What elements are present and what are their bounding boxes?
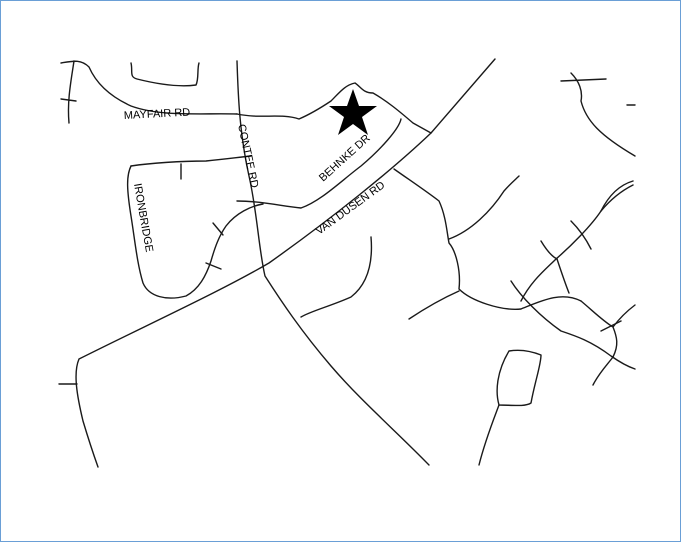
road-mayfair-north [130,62,200,87]
road-mayfair [60,60,238,115]
road-east-9 [580,300,636,358]
label-behnke-dr: BEHNKE DR [317,132,373,184]
star-icon[interactable] [329,89,377,135]
road-east-1 [393,168,582,310]
label-mayfair-rd: MAYFAIR RD [124,107,191,122]
road-behnke-west [130,155,252,167]
road-ironbridge [126,165,264,299]
road-east-3 [520,184,634,302]
road-south-spur [478,404,500,466]
road-east-2 [448,175,520,240]
road-contee [236,60,430,466]
label-van-dusen-rd: VAN DUSEN RD [314,179,388,237]
road-mayfair-west [60,60,77,124]
road-east-10 [592,320,622,386]
road-van-dusen [75,58,496,468]
road-south-loop [496,349,542,407]
road-east-12 [300,236,373,318]
road-east-6 [560,72,636,157]
road-east-11 [408,290,460,320]
road-ironbridge-stub2 [212,222,224,236]
road-behnke-lower [236,118,402,209]
road-behnke [236,82,432,134]
label-contee-rd: CONTEE RD [235,123,260,189]
road-east-8 [510,280,636,370]
road-east-5 [540,220,592,260]
road-ironbridge-stub3 [205,262,222,270]
road-east-4 [556,180,634,294]
